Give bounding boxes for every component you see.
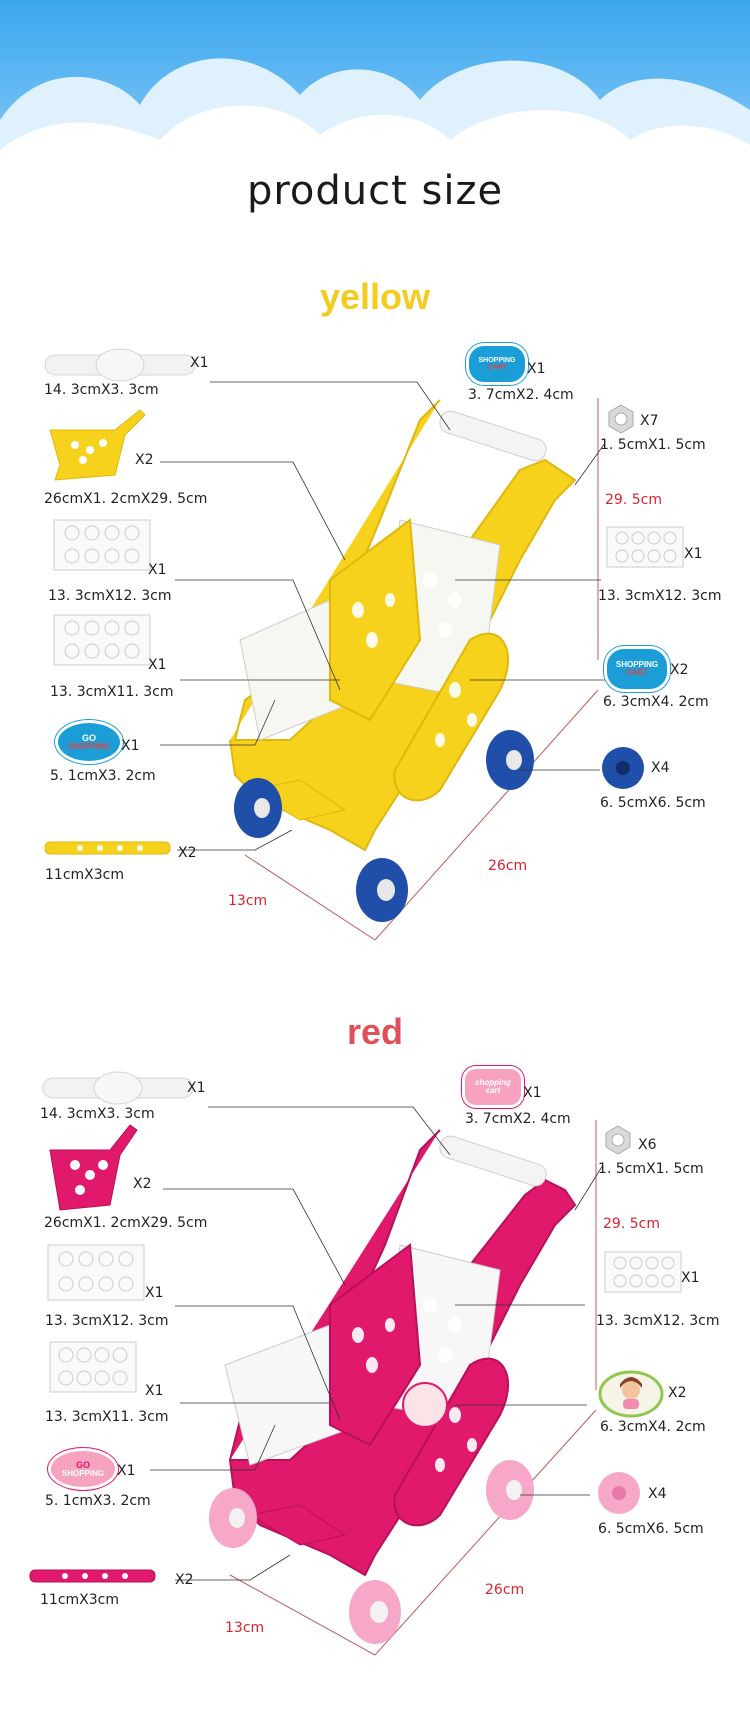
handle-part-icon: [44, 348, 196, 382]
red-panel-b-qty: X1: [145, 1383, 164, 1399]
red-nut-part-icon: [605, 1125, 631, 1155]
yellow-nut-qty: X7: [640, 413, 659, 429]
section-title-yellow: yellow: [319, 276, 431, 317]
yellow-panel-right-qty: X1: [684, 546, 703, 562]
yellow-dim-height: 29. 5cm: [605, 492, 662, 508]
red-panel-b-part-icon: [49, 1341, 137, 1393]
yellow-dim-length: 26cm: [488, 858, 528, 874]
yellow-handle-size: 14. 3cmX3. 3cm: [44, 382, 159, 398]
page-title: product size: [246, 168, 504, 214]
red-sticker-text-shopping: SHOPPING: [61, 1468, 105, 1478]
red-axle-part-icon: [29, 1569, 156, 1583]
red-panel-right-size: 13. 3cmX12. 3cm: [596, 1313, 720, 1329]
yellow-go-shopping-size: 5. 1cmX3. 2cm: [50, 768, 156, 784]
red-axle-size: 11cmX3cm: [40, 1592, 119, 1608]
yellow-wheel-size: 6. 5cmX6. 5cm: [600, 795, 706, 811]
nut-part-icon: [608, 404, 634, 434]
red-panel-a-size: 13. 3cmX12. 3cm: [45, 1313, 169, 1329]
side-frame-part-icon: [49, 409, 146, 481]
red-handle-sticker-text2: cart: [485, 1086, 501, 1095]
panel-b-part-icon: [53, 614, 151, 666]
yellow-handle-sticker-qty: X1: [527, 361, 546, 377]
yellow-cart-sticker-qty: X2: [670, 662, 689, 678]
panel-right-part-icon: [606, 526, 684, 568]
handle-sticker-text1: SHOPPING: [478, 357, 516, 364]
cloud-banner-graphic: [0, 0, 750, 180]
yellow-go-shopping-qty: X1: [121, 738, 140, 754]
red-dim-width: 13cm: [225, 1620, 265, 1636]
cart-sticker-text2: CART: [625, 668, 649, 677]
red-side-frame-size: 26cmX1. 2cmX29. 5cm: [44, 1215, 208, 1231]
cart-sticker: SHOPPING CART: [604, 646, 670, 692]
panel-a-part-icon: [53, 519, 151, 571]
yellow-handle-sticker-size: 3. 7cmX2. 4cm: [468, 387, 574, 403]
red-go-shopping-qty: X1: [117, 1463, 136, 1479]
yellow-panel-right-size: 13. 3cmX12. 3cm: [598, 588, 722, 604]
go-shopping-sticker: GO SHOPPING: [55, 720, 123, 764]
red-panel-right-part-icon: [604, 1251, 682, 1293]
yellow-axle-qty: X2: [178, 845, 197, 861]
handle-sticker: SHOPPING CART: [466, 343, 528, 385]
wheel-part-icon: [602, 747, 644, 789]
red-panel-right-qty: X1: [681, 1270, 700, 1286]
red-handle-qty: X1: [187, 1080, 206, 1096]
yellow-nut-size: 1. 5cmX1. 5cm: [600, 437, 706, 453]
red-nut-qty: X6: [638, 1137, 657, 1153]
yellow-side-frame-qty: X2: [135, 452, 154, 468]
red-dim-length: 26cm: [485, 1582, 525, 1598]
cart-sticker-text1: SHOPPING: [615, 660, 659, 669]
red-handle-part-icon: [42, 1071, 194, 1105]
yellow-handle-qty: X1: [190, 355, 209, 371]
yellow-panel-a-size: 13. 3cmX12. 3cm: [48, 588, 172, 604]
yellow-panel-b-qty: X1: [148, 657, 167, 673]
sticker-text-shopping: SHOPPING: [67, 741, 111, 751]
yellow-cart-sticker-size: 6. 3cmX4. 2cm: [603, 694, 709, 710]
handle-sticker-text2: CART: [487, 364, 507, 371]
red-wheel-part-icon: [598, 1472, 640, 1514]
yellow-wheel-qty: X4: [651, 760, 670, 776]
red-go-shopping-sticker: GO SHOPPING: [48, 1448, 118, 1490]
red-axle-qty: X2: [175, 1572, 194, 1588]
red-handle-size: 14. 3cmX3. 3cm: [40, 1106, 155, 1122]
red-cart-sticker-icon: [598, 1370, 664, 1418]
red-nut-size: 1. 5cmX1. 5cm: [598, 1161, 704, 1177]
red-handle-sticker: shopping cart: [462, 1066, 524, 1108]
red-panel-b-size: 13. 3cmX11. 3cm: [45, 1409, 169, 1425]
red-cart-sticker-qty: X2: [668, 1385, 687, 1401]
yellow-axle-size: 11cmX3cm: [45, 867, 124, 883]
red-wheel-size: 6. 5cmX6. 5cm: [598, 1521, 704, 1537]
axle-part-icon: [44, 841, 171, 855]
yellow-panel-a-qty: X1: [148, 562, 167, 578]
yellow-panel-b-size: 13. 3cmX11. 3cm: [50, 684, 174, 700]
red-side-frame-qty: X2: [133, 1176, 152, 1192]
red-handle-sticker-qty: X1: [523, 1085, 542, 1101]
yellow-side-frame-size: 26cmX1. 2cmX29. 5cm: [44, 491, 208, 507]
red-cart-sticker-size: 6. 3cmX4. 2cm: [600, 1419, 706, 1435]
section-title-red: red: [346, 1011, 404, 1052]
cloud-header: [0, 0, 750, 180]
yellow-dim-width: 13cm: [228, 893, 268, 909]
red-sticker-text-go: GO: [75, 1459, 90, 1470]
red-side-frame-part-icon: [49, 1124, 138, 1211]
red-go-shopping-size: 5. 1cmX3. 2cm: [45, 1493, 151, 1509]
red-handle-sticker-text1: shopping: [475, 1078, 511, 1087]
red-panel-a-part-icon: [47, 1244, 145, 1301]
red-wheel-qty: X4: [648, 1486, 667, 1502]
red-handle-sticker-size: 3. 7cmX2. 4cm: [465, 1111, 571, 1127]
red-dim-height: 29. 5cm: [603, 1216, 660, 1232]
red-panel-a-qty: X1: [145, 1285, 164, 1301]
sticker-text-go: GO: [81, 732, 96, 743]
